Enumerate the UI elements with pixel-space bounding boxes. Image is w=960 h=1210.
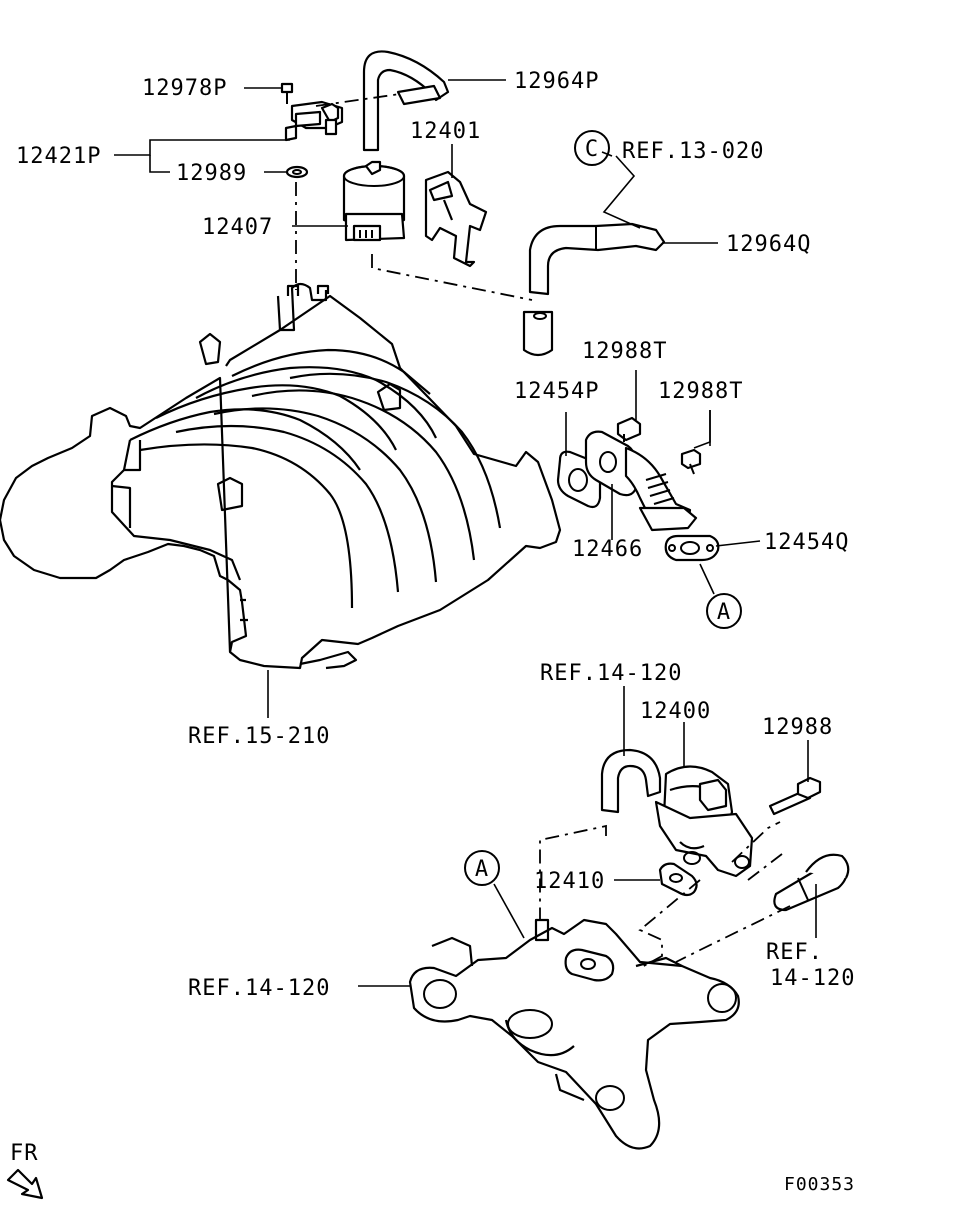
ref-14-120-right-line1: REF. [766,940,823,965]
label-12466: 12466 [572,537,643,562]
part-labels: 12978P 12964P 12421P 12989 12401 12407 1… [16,69,849,894]
callout-circle-c: C [574,130,610,166]
bolt-12988T-lower [680,448,702,475]
egr-pipe-12466 [584,430,698,532]
label-12407: 12407 [202,215,273,240]
ref-14-120-left: REF.14-120 [188,976,330,1001]
label-12454P: 12454P [514,379,599,404]
label-12410: 12410 [534,869,605,894]
front-arrow-icon [6,1168,44,1200]
hose-ref-14-120-right [773,853,850,912]
intake-manifold [0,282,562,670]
front-direction-indicator: FR [6,1141,44,1200]
label-12454Q: 12454Q [764,530,849,555]
washer-12989 [285,165,309,179]
water-outlet-throttle-housing [408,918,740,1150]
ref-14-120-right-line2: 14-120 [770,966,855,991]
ref-15-210: REF.15-210 [188,724,330,749]
vacuum-hose-12964Q [522,222,666,357]
label-12964Q: 12964Q [726,232,811,257]
bolt-12988 [768,776,822,816]
label-12421P: 12421P [16,144,101,169]
label-12988: 12988 [762,715,833,740]
label-12964P: 12964P [514,69,599,94]
vacuum-canister-12407 [342,160,406,242]
assembly-guide-lines [295,93,791,969]
label-12401: 12401 [410,119,481,144]
label-12978P: 12978P [142,76,227,101]
bolt-12988T-upper [616,416,642,442]
callout-circle-a-lower: A [464,850,500,886]
reference-labels: REF.13-020 REF.15-210 REF.14-120 REF.14-… [188,139,855,1001]
solenoid-valve-12421P [284,100,344,142]
figure-code: F00353 [784,1174,855,1195]
label-12988T-a: 12988T [582,339,667,364]
ref-14-120-top: REF.14-120 [540,661,682,686]
label-12989: 12989 [176,161,247,186]
leader-lines [114,79,817,987]
label-12988T-b: 12988T [658,379,743,404]
callout-a-upper-text: A [717,600,731,625]
solenoid-valve-assembly [280,82,344,179]
egr-valve-12400 [654,765,754,878]
bolt-12978P [280,82,294,104]
callout-a-lower-text: A [475,857,489,882]
hose-ref-14-120-top [600,748,662,814]
label-12400: 12400 [640,699,711,724]
vacuum-hose-12964P [362,50,450,152]
bracket-12401 [424,170,488,268]
fr-label: FR [10,1141,39,1166]
gasket-12410 [658,862,698,897]
ref-13-020: REF.13-020 [622,139,764,164]
callout-c-text: C [585,137,599,162]
gasket-12454Q [664,534,720,562]
callout-circle-a-upper: A [706,593,742,629]
